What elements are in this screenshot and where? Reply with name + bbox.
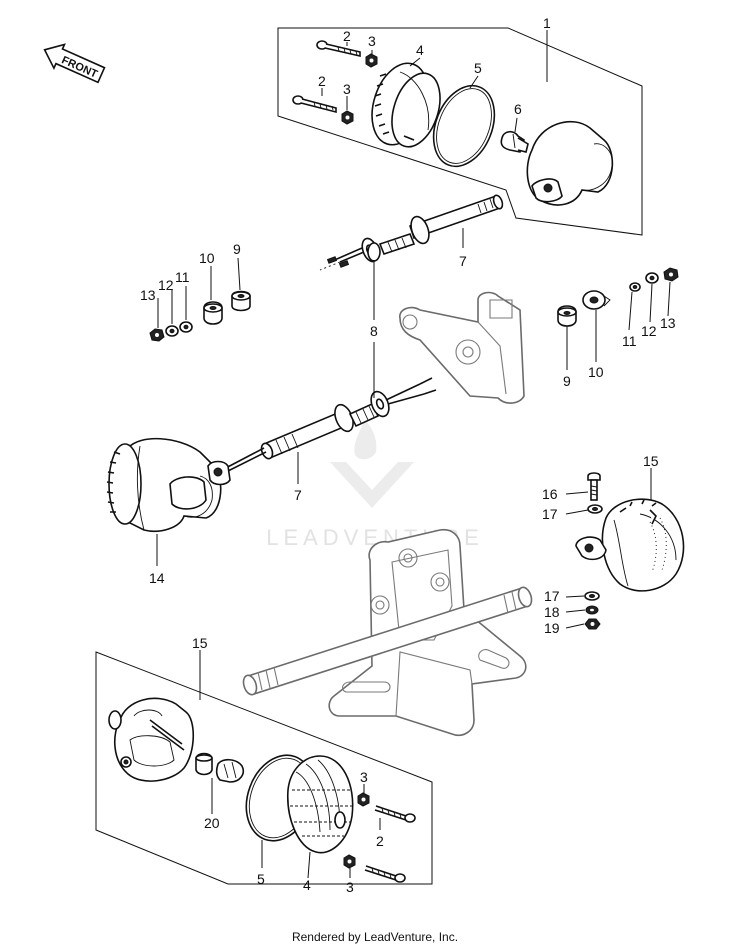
callout-18: 18 xyxy=(544,604,560,620)
rear-cross-tube xyxy=(242,586,533,696)
top-group-frame xyxy=(277,27,643,236)
washer-17-upper xyxy=(587,504,603,514)
callout-5-bottom: 5 xyxy=(257,871,265,887)
gasket-ring-top xyxy=(432,84,496,168)
bottom-group-frame xyxy=(95,651,433,885)
callout-6: 6 xyxy=(514,101,522,117)
callout-10-left: 10 xyxy=(199,250,215,266)
callout-12-right: 12 xyxy=(641,323,657,339)
callout-4-bottom: 4 xyxy=(303,877,311,893)
callout-7-upper: 7 xyxy=(459,253,467,269)
screw-top-upper xyxy=(316,40,361,58)
footer-credit: Rendered by LeadVenture, Inc. xyxy=(291,930,459,944)
turn-signal-rim-top xyxy=(371,62,441,148)
turn-signal-housing-top xyxy=(526,120,614,206)
nut-right xyxy=(663,267,679,282)
lock-washer-left xyxy=(165,325,179,337)
lock-washer-18 xyxy=(585,605,599,615)
washer-cup-right xyxy=(582,290,611,310)
bulb-socket-bottom xyxy=(195,752,245,783)
bolt-16 xyxy=(587,472,601,501)
callout-15-bottom: 15 xyxy=(192,635,208,651)
washer-left xyxy=(179,321,193,333)
bulb-top xyxy=(500,130,529,153)
front-arrow: FRONT xyxy=(43,43,106,84)
nut-bottom-upper xyxy=(357,792,370,807)
callout-20: 20 xyxy=(204,815,220,831)
turn-signal-assembly-right xyxy=(575,498,685,592)
turn-signal-lens-bottom xyxy=(287,755,354,854)
spacer-left xyxy=(231,290,251,312)
callout-15-right: 15 xyxy=(643,453,659,469)
stay-shaft-upper xyxy=(319,194,504,271)
lock-washer-right xyxy=(645,272,659,284)
callout-9-left: 9 xyxy=(233,241,241,257)
callout-17-upper: 17 xyxy=(542,506,558,522)
nut-left xyxy=(149,328,165,342)
washer-right xyxy=(629,282,641,292)
callout-3-bottom-lower: 3 xyxy=(346,879,354,895)
callout-16: 16 xyxy=(542,486,558,502)
stay-shaft-lower xyxy=(221,377,437,475)
callout-12-left: 12 xyxy=(158,277,174,293)
callout-8: 8 xyxy=(370,323,378,339)
callout-9-right: 9 xyxy=(563,373,571,389)
leader-lines xyxy=(156,30,671,879)
washer-cup-left xyxy=(203,301,223,325)
callout-2-top-lower: 2 xyxy=(318,73,326,89)
nut-bottom-lower xyxy=(343,854,356,869)
nut-19 xyxy=(584,618,601,630)
callout-17-lower: 17 xyxy=(544,588,560,604)
screw-bottom-upper xyxy=(374,805,416,823)
housing-base-bottom xyxy=(108,697,195,782)
grommet-upper xyxy=(367,242,381,262)
headlight-bracket xyxy=(399,291,525,404)
screw-top-lower xyxy=(292,95,337,114)
callouts: 1 2 3 4 5 2 3 6 7 8 9 10 11 12 13 9 10 1… xyxy=(140,15,676,895)
callout-2-top-upper: 2 xyxy=(343,28,351,44)
callout-3-top-upper: 3 xyxy=(368,33,376,49)
screw-bottom-lower xyxy=(364,865,406,883)
callout-2-bottom: 2 xyxy=(376,833,384,849)
callout-3-bottom-upper: 3 xyxy=(360,769,368,785)
callout-1: 1 xyxy=(543,15,551,31)
callout-7-lower: 7 xyxy=(294,487,302,503)
spacer-right xyxy=(557,305,577,327)
callout-13-right: 13 xyxy=(660,315,676,331)
nut-top-lower xyxy=(341,110,354,125)
callout-19: 19 xyxy=(544,620,560,636)
callout-11-right: 11 xyxy=(622,333,637,349)
callout-14: 14 xyxy=(149,570,165,586)
callout-10-right: 10 xyxy=(588,364,604,380)
callout-11-left: 11 xyxy=(175,269,190,285)
callout-5-top: 5 xyxy=(474,60,482,76)
nut-top-upper xyxy=(365,53,378,68)
turn-signal-assembly-left xyxy=(106,437,231,532)
washer-17-lower xyxy=(584,591,600,601)
callout-3-top-lower: 3 xyxy=(343,81,351,97)
callout-4-top: 4 xyxy=(416,42,424,58)
callout-13-left: 13 xyxy=(140,287,156,303)
